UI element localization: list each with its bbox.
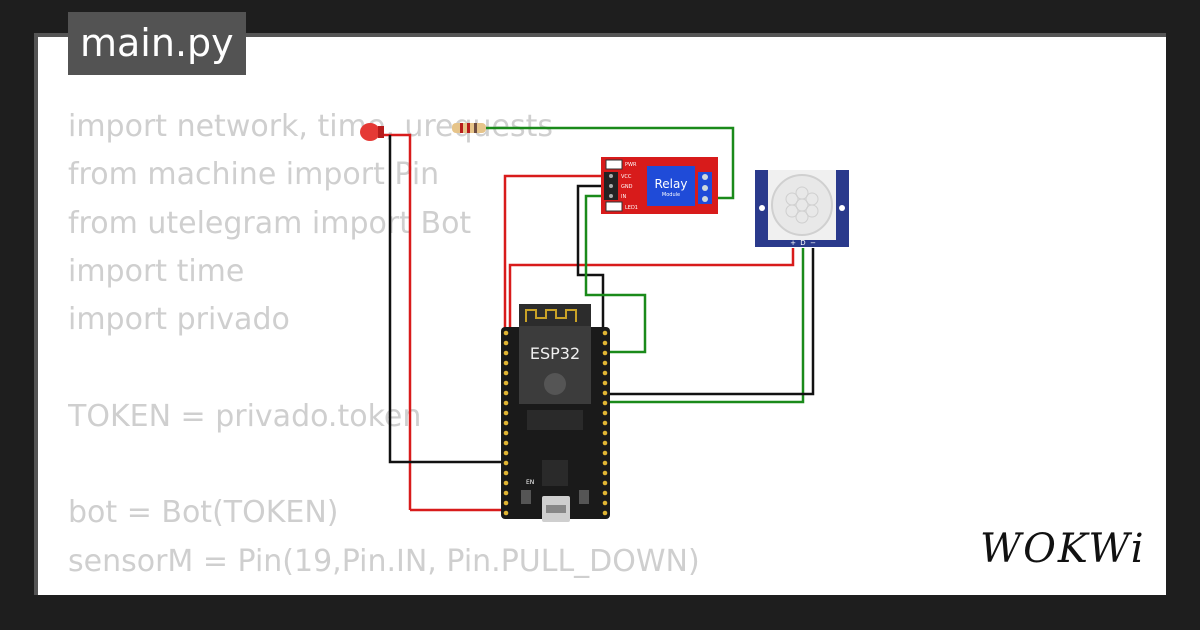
pir-sensor[interactable]: + D − — [755, 170, 849, 247]
code-line: TOKEN = privado.token — [68, 398, 422, 434]
relay-pin-gnd: GND — [621, 184, 633, 190]
code-line: relay = Pin(23,Pin.OUT) — [68, 586, 828, 595]
code-line: import time — [68, 253, 245, 289]
pir-pin-plus: + — [790, 239, 796, 247]
code-line: import network, time, urequests — [68, 109, 554, 144]
wire-black-esp — [388, 270, 503, 464]
wire-black-pir — [608, 248, 815, 396]
wire-red-pir — [508, 248, 795, 330]
pir-pin-d: D — [800, 239, 805, 247]
wire-green-pir — [608, 248, 805, 404]
wire-red-led — [372, 133, 412, 510]
esp32-left-pins — [503, 330, 509, 516]
relay-pin-pwr: PWR — [625, 162, 637, 168]
code-line: bot = Bot(TOKEN) — [68, 495, 339, 531]
file-tab-main-py[interactable]: main.py — [68, 12, 246, 75]
code-line: from utelegram import Bot — [68, 205, 472, 241]
esp32-right-pins — [602, 330, 608, 516]
led[interactable] — [360, 123, 384, 141]
code-editor[interactable]: import network, time, urequests from mac… — [68, 103, 828, 595]
wire-green-relay — [584, 194, 647, 354]
relay-title: Relay — [655, 177, 688, 191]
wires — [372, 126, 815, 512]
wire-red-resistor — [486, 126, 735, 200]
code-line: import privado — [68, 302, 290, 338]
wire-red-vcc — [503, 174, 602, 330]
wire-black-relay — [576, 184, 605, 352]
code-line: from machine import Pin — [68, 157, 440, 193]
en-label: EN — [526, 479, 534, 486]
relay-pin-led1: LED1 — [625, 205, 638, 211]
relay-subtitle: Module — [662, 192, 680, 198]
pir-pin-minus: − — [810, 239, 816, 247]
esp32-board[interactable]: ESP32 EN — [501, 304, 610, 522]
code-line: sensorM = Pin(19,Pin.IN, Pin.PULL_DOWN) — [68, 543, 700, 579]
esp32-label: ESP32 — [530, 344, 580, 363]
relay-module[interactable]: PWR VCC GND IN LED1 Relay Module — [601, 157, 718, 214]
wokwi-logo: WOKWi — [980, 526, 1146, 572]
relay-pin-in: IN — [621, 194, 626, 200]
relay-pin-vcc: VCC — [621, 174, 632, 180]
resistor[interactable] — [452, 123, 486, 133]
